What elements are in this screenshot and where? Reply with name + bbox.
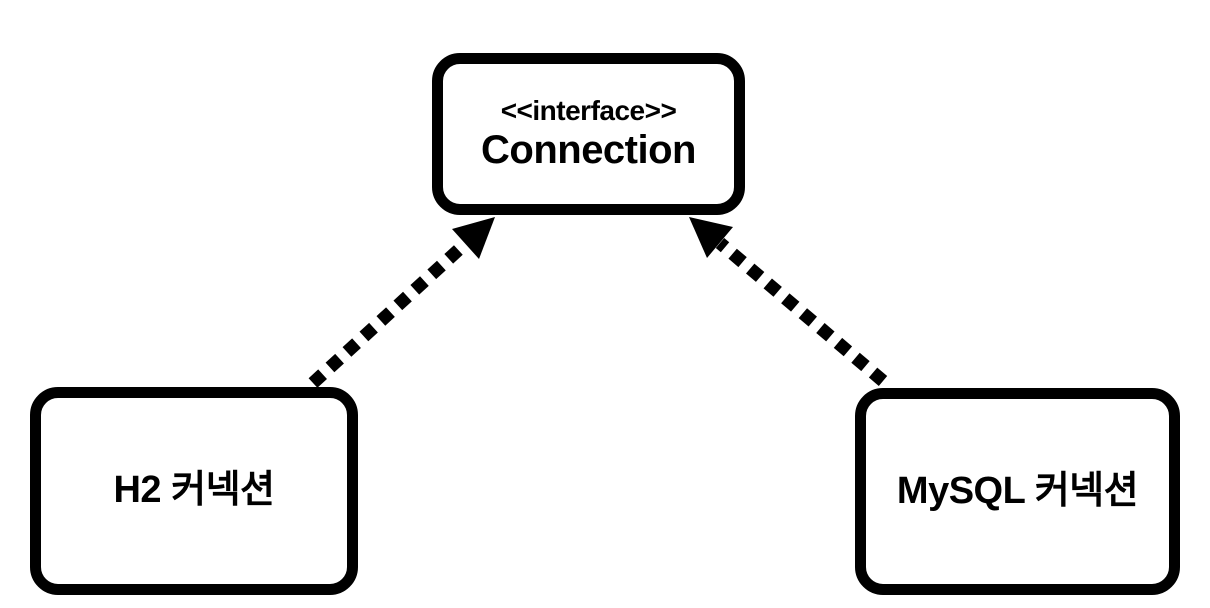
node-connection-interface: <<interface>> Connection xyxy=(432,53,745,215)
dashed-edge-line xyxy=(715,238,888,386)
realization-arrow-h2-to-connection xyxy=(308,217,495,388)
interface-name-label: Connection xyxy=(481,128,696,173)
arrowhead-icon xyxy=(452,217,495,259)
h2-connection-label: H2 커넥션 xyxy=(113,469,275,512)
node-h2-connection: H2 커넥션 xyxy=(30,387,358,595)
mysql-connection-label: MySQL 커넥션 xyxy=(896,469,1139,512)
dashed-edge-line xyxy=(308,238,471,388)
realization-arrow-mysql-to-connection xyxy=(689,217,888,386)
node-mysql-connection: MySQL 커넥션 xyxy=(855,388,1180,595)
arrowhead-icon xyxy=(689,217,733,258)
interface-stereotype-label: <<interface>> xyxy=(500,94,677,126)
